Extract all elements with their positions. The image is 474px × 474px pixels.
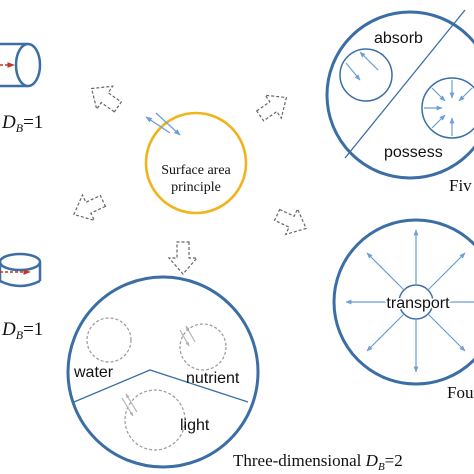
arrow-upper-right: [255, 94, 288, 122]
center-circle: [144, 111, 248, 215]
nutrient-label: nutrient: [186, 370, 240, 387]
one-dim-cylinder-top: [0, 42, 42, 88]
three-dim-circle: [66, 275, 260, 469]
arrow-down: [167, 241, 199, 275]
three-dim-caption: Three-dimensional DB=2: [233, 451, 403, 473]
arrow-upper-left: [90, 85, 123, 113]
water-label: water: [73, 364, 114, 381]
arrow-lower-right: [273, 207, 307, 236]
transport-label: transport: [386, 295, 450, 312]
four-dim-circle: [332, 218, 474, 386]
one-dim-top-label: DB=1: [1, 112, 43, 135]
center-label-line2: principle: [171, 180, 221, 195]
possess-label: possess: [384, 144, 443, 161]
light-label: light: [180, 417, 210, 434]
four-dim-caption: Fou: [447, 383, 474, 402]
center-label-line1: Surface area: [161, 163, 231, 178]
five-dim-circle: [325, 9, 474, 180]
absorb-label: absorb: [374, 30, 423, 47]
one-dim-disc-bottom: [0, 252, 42, 288]
arrow-lower-left: [73, 193, 107, 222]
one-dim-bottom-label: DB=1: [1, 319, 43, 342]
five-dim-caption: Fiv: [449, 176, 472, 195]
